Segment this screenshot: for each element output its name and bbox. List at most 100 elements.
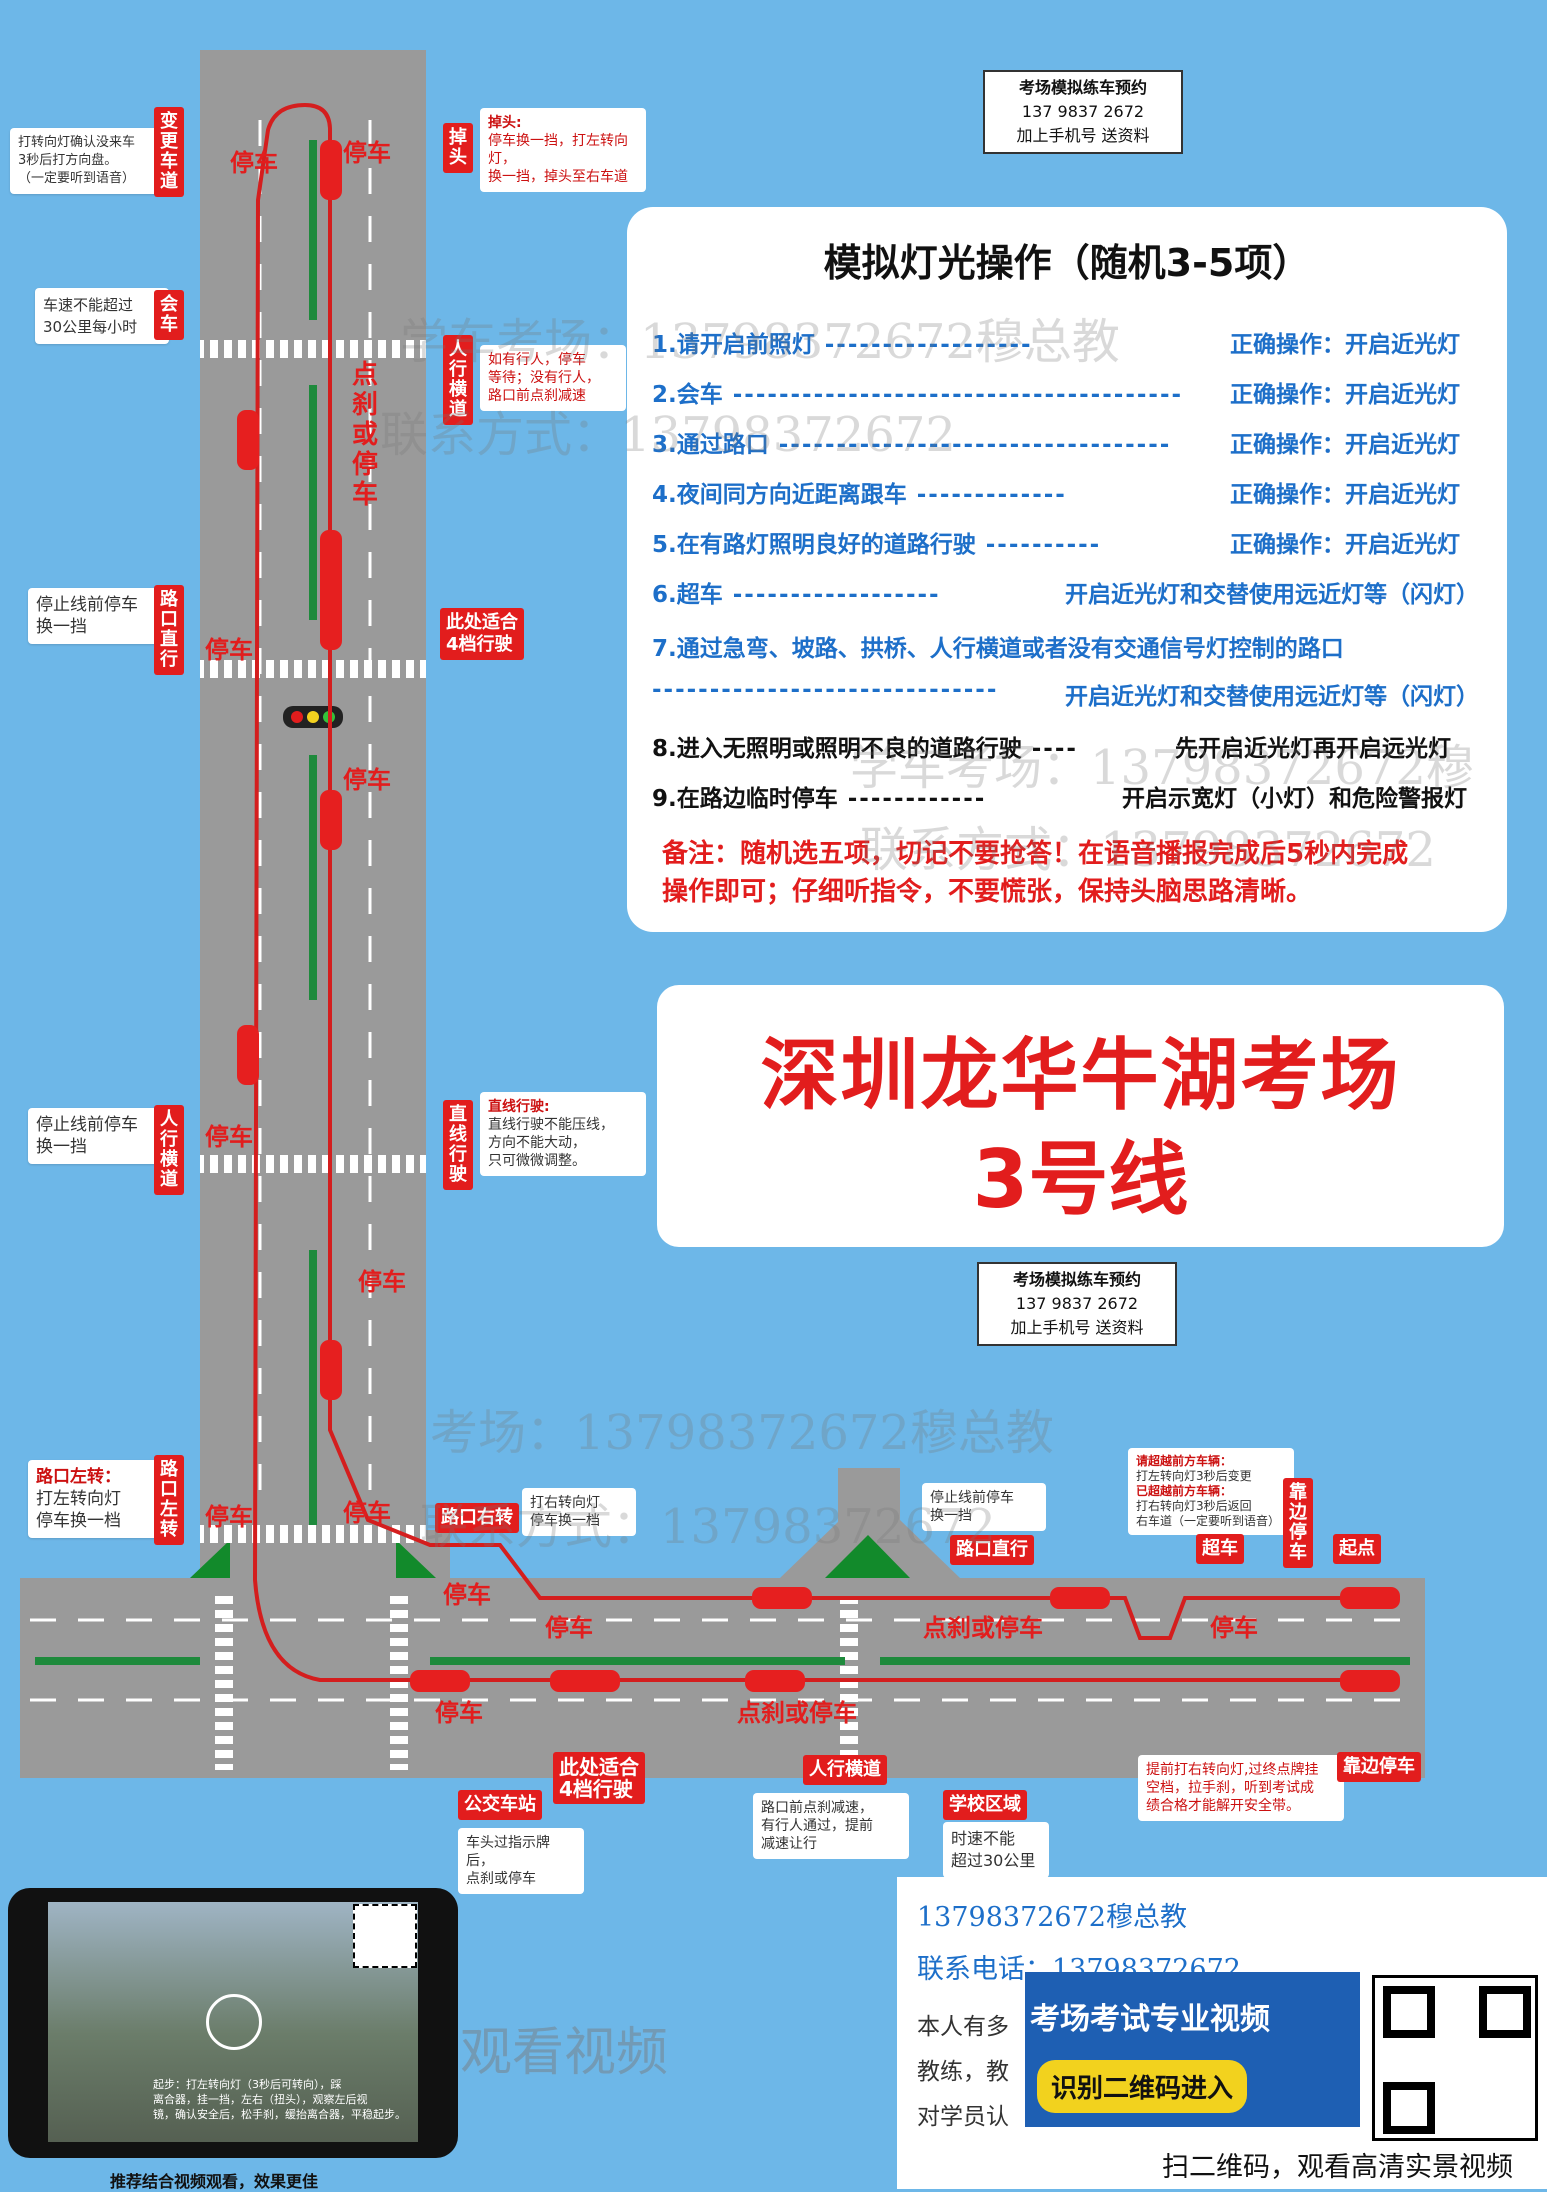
crosswalk [200, 1155, 426, 1173]
light-item: 1.请开启前照灯 ------------------ 正确操作：开启近光灯 [652, 332, 1460, 358]
footer-recommend: 推荐结合视频观看，效果更佳 [110, 2172, 319, 2191]
label-stop: 停车 [343, 1499, 391, 1527]
label-brake-or-stop-vertical: 点刹或停车 [351, 360, 378, 510]
left-turn-note: 路口左转：打左转向灯 停车换一档 [28, 1460, 164, 1538]
light-item: 2.会车 -----------------------------------… [652, 382, 1460, 408]
panel-title: 模拟灯光操作（随机3-5项） [823, 241, 1311, 285]
qr-caption: 扫二维码，观看高清实景视频 [1162, 2152, 1513, 2183]
tag-meet: 会车 [154, 290, 184, 340]
light-operation-panel: 模拟灯光操作（随机3-5项） 1.请开启前照灯 ----------------… [627, 207, 1507, 932]
tag-straight2: 直线行驶 [443, 1100, 473, 1190]
booking-note: 加上手机号 送资料 [1010, 1318, 1144, 1337]
straight-note: 直线行驶:直线行驶不能压线， 方向不能大动， 只可微微调整。 [480, 1092, 646, 1176]
side-stop-note: 提前打右转向灯,过终点牌挂 空档，拉手刹，听到考试成 绩合格才能解开安全带。 [1138, 1755, 1344, 1821]
speed-note: 车速不能超过 30公里每小时 [35, 288, 169, 344]
qr-code [353, 1904, 417, 1968]
watch-video-text[interactable]: 观看视频 [460, 2023, 669, 2083]
route-line [252, 102, 1395, 1682]
intro-text-1: 本人有多 [917, 2014, 1009, 2040]
tag-ped2: 人行横道 [154, 1105, 184, 1195]
booking-box-mid: 考场模拟练车预约 137 9837 2672 加上手机号 送资料 [977, 1262, 1177, 1346]
tag-side-stop-v: 靠边停车 [1283, 1478, 1313, 1568]
green-verge [190, 1540, 230, 1578]
light-item: 4.夜间同方向近距离跟车 ------------- 正确操作：开启近光灯 [652, 482, 1460, 508]
green-verge [396, 1540, 436, 1578]
watermark: 联系方式：13798372672 [380, 407, 956, 463]
watermark: 联系方式：13798372672 [420, 1499, 996, 1555]
watermark: 学车考场：13798372672穆 [850, 740, 1474, 796]
stopline-note-1: 停止线前停车 换一挡 [28, 588, 164, 644]
label-stop: 停车 [230, 149, 278, 177]
watermark: 联系方式：13798372672 [860, 822, 1436, 878]
tag-change-lane: 变更车道 [154, 107, 184, 197]
label-stop: 停车 [545, 1614, 593, 1642]
watermark: 学车考场：13798372672穆总教 [400, 314, 1120, 370]
school-note: 时速不能 超过30公里 [943, 1822, 1049, 1878]
tag-bus-stop: 公交车站 [458, 1790, 542, 1820]
watermark: 考场：13798372672穆总教 [430, 1405, 1054, 1461]
tag-ped-h: 人行横道 [803, 1755, 887, 1785]
light-item: 5.在有路灯照明良好的道路行驶 ---------- 正确操作：开启近光灯 [652, 532, 1460, 558]
stopline-note-2: 停止线前停车 换一挡 [28, 1108, 164, 1164]
right-turn-note: 打右转向灯 停车换一档 [522, 1488, 636, 1536]
change-lane-note: 打转向灯确认没来车 3秒后打方向盘。 （一定要听到语音） [10, 128, 166, 194]
label-stop: 停车 [343, 139, 391, 167]
label-brake-or-stop: 点刹或停车 [737, 1699, 857, 1727]
tag-school: 学校区域 [943, 1790, 1027, 1820]
light-item: 8.进入无照明或照明不良的道路行驶 ---- 先开启近光灯再开启远光灯 [652, 736, 1451, 762]
crosswalk [215, 1590, 233, 1770]
route-number: 3号线 [972, 1133, 1189, 1226]
label-stop: 停车 [343, 766, 391, 794]
crosswalk [200, 340, 426, 358]
gear4-tag-2: 此处适合 4档行驶 [553, 1752, 645, 1804]
label-stop: 停车 [1210, 1614, 1258, 1642]
tag-side-stop: 靠边停车 [1337, 1752, 1421, 1782]
bus-stop-note: 车头过指示牌后， 点刹或停车 [458, 1828, 584, 1894]
booking-title: 考场模拟练车预约 [1012, 1270, 1141, 1289]
uturn-note: 掉头:停车换一挡，打左转向灯， 换一挡，掉头至右车道 [480, 108, 646, 192]
label-stop: 停车 [358, 1268, 406, 1296]
play-icon[interactable] [206, 1994, 262, 2050]
tag-left-turn: 路口左转 [154, 1455, 184, 1545]
gear4-tag-1: 此处适合 4档行驶 [440, 608, 524, 660]
tag-start: 起点 [1333, 1534, 1381, 1564]
tag-overtake: 超车 [1196, 1534, 1244, 1564]
light-item: 7.通过急弯、坡路、拱桥、人行横道或者没有交通信号灯控制的路口 [652, 636, 1344, 662]
light-item: ------------------------------ 开启近光灯和交替使… [652, 677, 1479, 710]
car-markers [237, 140, 1400, 1692]
light-item: 9.在路边临时停车 ------------ 开启示宽灯（小灯）和危险警报灯 [652, 786, 1467, 812]
start-instructions: 起步：打左转向灯（3秒后可转向），踩 离合器，挂一挡，左右（扭头），观察左后视 … [153, 2078, 406, 2121]
video-screen[interactable]: 起步：打左转向灯（3秒后可转向），踩 离合器，挂一挡，左右（扭头），观察左后视 … [48, 1902, 418, 2142]
tag-straight: 路口直行 [154, 585, 184, 675]
tag-uturn: 掉头 [443, 123, 473, 173]
panel-remark: 备注：随机选五项，切记不要抢答！在语音播报完成后5秒内完成 操作即可；仔细听指令… [662, 839, 1409, 907]
label-stop: 停车 [435, 1699, 483, 1727]
booking-phone: 137 9837 2672 [1021, 102, 1145, 121]
route-map [20, 50, 1425, 1778]
label-stop: 停车 [205, 636, 253, 664]
ped-h-note: 路口前点刹减速， 有行人通过，提前 减速让行 [753, 1793, 909, 1859]
center-island [838, 1468, 900, 1528]
green-verge [825, 1535, 910, 1578]
tag-right-turn: 路口右转 [435, 1503, 519, 1533]
ctr-stopline-note: 停止线前停车 换一挡 [922, 1483, 1046, 1531]
intro-text-2: 教练，教 [917, 2059, 1009, 2085]
banner-button[interactable]: 识别二维码进入 [1037, 2060, 1248, 2113]
contact-line-1: 13798372672穆总教 [917, 1902, 1187, 1933]
main-title: 深圳龙华牛湖考场 [760, 1031, 1401, 1121]
light-item: 6.超车 ------------------ 开启近光灯和交替使用远近灯等（闪… [652, 582, 1479, 608]
label-stop: 停车 [443, 1581, 491, 1609]
light-item: 3.通过路口 ---------------------------------… [652, 432, 1460, 458]
booking-note: 加上手机号 送资料 [1016, 126, 1150, 145]
video-banner[interactable]: 考场考试专业视频 识别二维码进入 [1025, 1972, 1360, 2127]
video-phone[interactable]: 起步：打左转向灯（3秒后可转向），踩 离合器，挂一挡，左右（扭头），观察左后视 … [8, 1888, 458, 2158]
tag-ped: 人行横道 [443, 335, 473, 425]
qr-code-large[interactable] [1372, 1975, 1538, 2141]
label-stop: 停车 [205, 1123, 253, 1151]
booking-box-top: 考场模拟练车预约 137 9837 2672 加上手机号 送资料 [983, 70, 1183, 154]
label-brake-or-stop: 点刹或停车 [923, 1614, 1043, 1642]
overtake-note: 请超越前方车辆：打左转向灯3秒后变更 已超越前方车辆：打右转向灯3秒后返回 右车… [1128, 1448, 1294, 1535]
title-box: 深圳龙华牛湖考场 3号线 [657, 985, 1504, 1247]
banner-title: 考场考试专业视频 [1030, 2002, 1270, 2037]
label-stop: 停车 [205, 1503, 253, 1531]
